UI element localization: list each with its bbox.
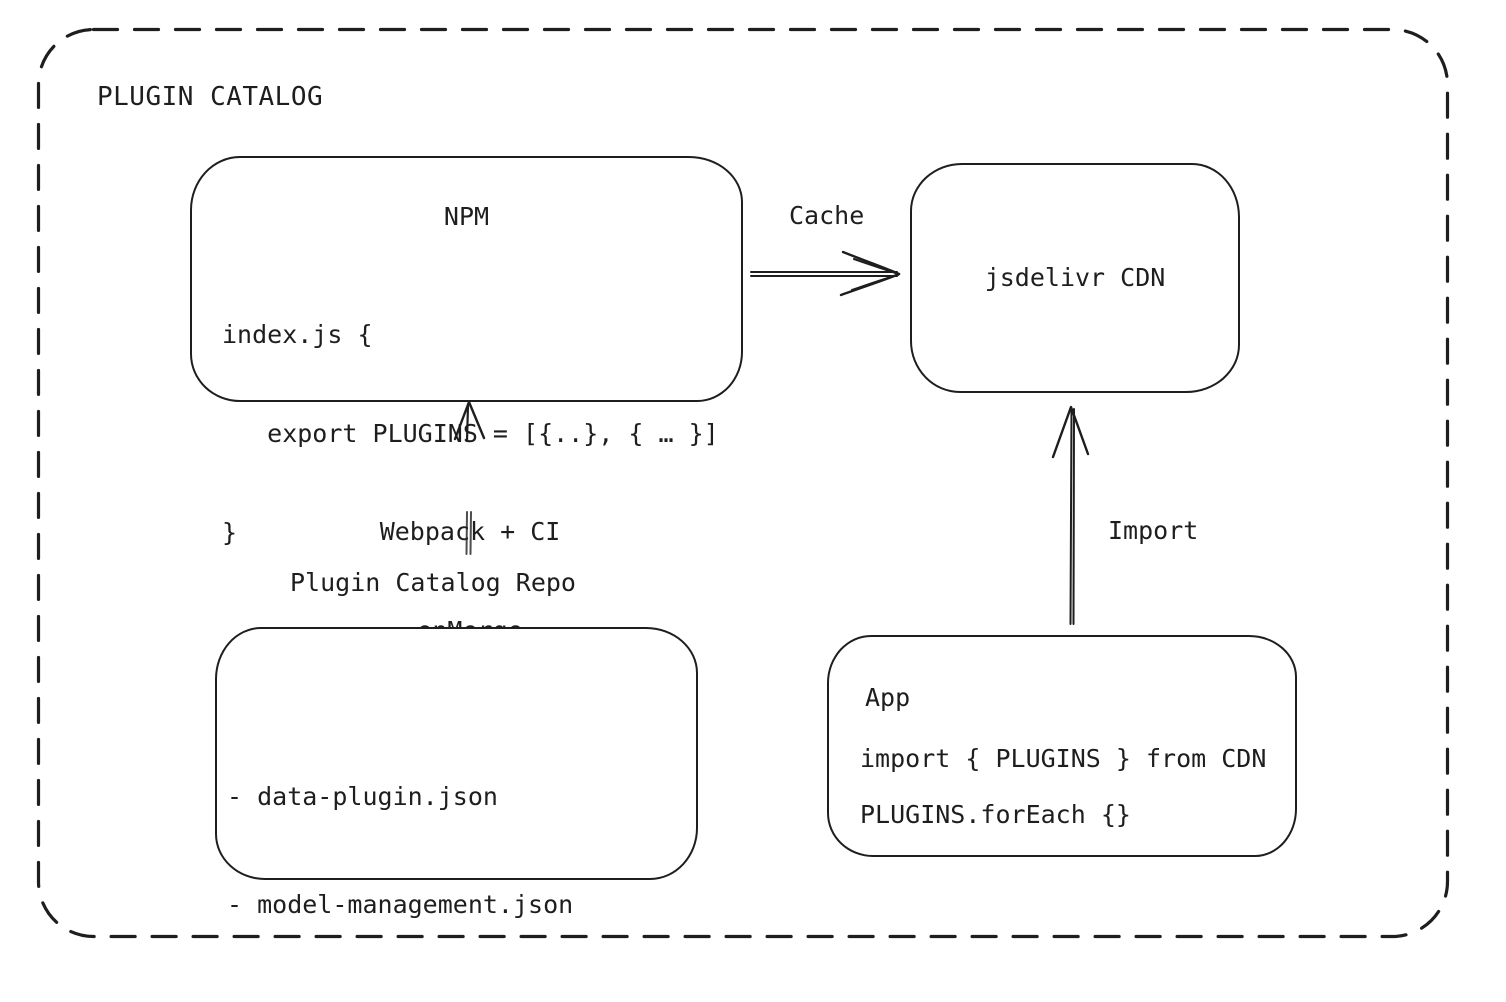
- npm-node-title: NPM: [443, 202, 490, 231]
- app-node: App import { PLUGINS } from CDN PLUGINS.…: [827, 635, 1297, 857]
- app-code-line: PLUGINS.forEach {}: [860, 800, 1131, 829]
- app-code-line: import { PLUGINS } from CDN: [860, 744, 1267, 773]
- build-edge-label-line: Webpack + CI: [379, 517, 561, 546]
- npm-node: NPM index.js { export PLUGINS = [{..}, {…: [190, 156, 743, 547]
- app-node-title: App: [865, 683, 911, 712]
- cache-edge-label: Cache: [789, 201, 865, 230]
- cdn-node-label: jsdelivr CDN: [984, 263, 1166, 292]
- npm-code-line: index.js {: [222, 320, 373, 349]
- import-arrow-icon: [1051, 405, 1090, 625]
- cdn-node: jsdelivr CDN: [910, 163, 1240, 393]
- repo-node-label: Plugin Catalog Repo: [290, 568, 576, 597]
- repo-file-list: - data-plugin.json - model-management.js…: [227, 707, 573, 1002]
- cache-arrow-icon: [750, 250, 901, 297]
- import-edge-label: Import: [1108, 516, 1199, 545]
- repo-file-item: - model-management.json: [227, 890, 574, 919]
- npm-code-line: }: [222, 518, 238, 547]
- npm-code-block: index.js { export PLUGINS = [{..}, { … }…: [222, 252, 719, 615]
- repo-node: - data-plugin.json - model-management.js…: [215, 627, 698, 1002]
- repo-file-item: - data-plugin.json: [227, 782, 498, 811]
- repo-file-item: …: [227, 995, 573, 1002]
- diagram-title: PLUGIN CATALOG: [97, 82, 324, 112]
- npm-code-line: export PLUGINS = [{..}, { … }]: [222, 419, 719, 448]
